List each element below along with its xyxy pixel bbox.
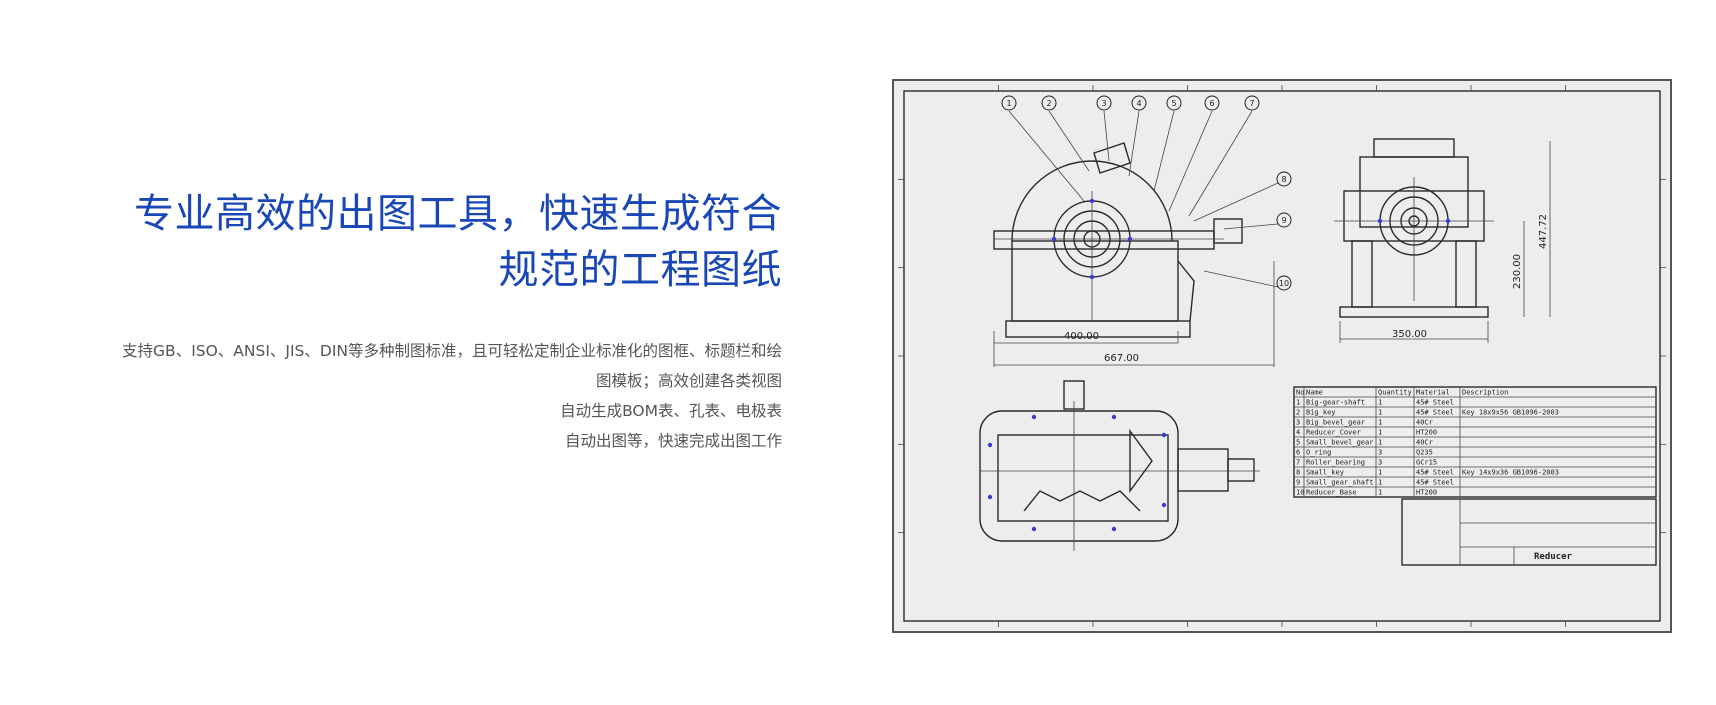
bom-cell: 45# Steel [1416,469,1454,477]
bom-cell: Roller_bearing [1306,459,1365,467]
description-line: 图模板；高效创建各类视图 [595,372,782,390]
feature-text-block: 专业高效的出图工具，快速生成符合 规范的工程图纸 支持GB、ISO、ANSI、J… [40,186,782,456]
bom-cell: Small_gear_shaft [1306,479,1373,487]
balloon-2 [1041,95,1057,111]
balloon-label: 8 [1281,175,1286,184]
headline-line-1: 专业高效的出图工具，快速生成符合 [134,191,782,237]
bom-cell: 3 [1378,459,1382,467]
balloon-label: 6 [1209,99,1214,108]
bom-cell: 1 [1378,429,1382,437]
balloon-label: 5 [1171,99,1176,108]
balloon-leaders [1008,110,1279,288]
bom-cell: Big_key [1306,409,1336,417]
bom-header-cell: Description [1462,389,1508,397]
bom-cell: 45# Steel [1416,409,1454,417]
bom-cell: 2 [1296,409,1300,417]
bom-cell: 1 [1296,399,1300,407]
balloon-label: 1 [1006,99,1011,108]
bom-cell: 7 [1296,459,1300,467]
bom-cell: 6 [1296,449,1300,457]
bom-cell: Q235 [1416,449,1433,457]
bom-cell: HT200 [1416,489,1437,497]
balloon-1 [1001,95,1017,111]
bom-cell: 1 [1378,399,1382,407]
balloon-label: 9 [1281,216,1286,225]
drawing-svg: 400.00 667.00 [898,85,1666,627]
bom-cell: 40Cr [1416,419,1433,427]
bom-cell: 9 [1296,479,1300,487]
bom-cell: 45# Steel [1416,479,1454,487]
balloon-label: 3 [1101,99,1106,108]
bom-cell: 1 [1378,439,1382,447]
bom-header-cell: Name [1306,389,1323,397]
bom-cell: 3 [1378,449,1382,457]
bom-cell: 5 [1296,439,1300,447]
title-block: Reducer [1401,498,1657,566]
headline-line-2: 规范的工程图纸 [498,247,782,293]
balloon-6 [1204,95,1220,111]
feature-description: 支持GB、ISO、ANSI、JIS、DIN等多种制图标准，且可轻松定制企业标准化… [40,336,782,456]
bom-cell: Big-gear-shaft [1306,399,1365,407]
bom-cell: 1 [1378,489,1382,497]
bom-cell: 8 [1296,469,1300,477]
front-view: 400.00 667.00 [993,142,1275,367]
bom-cell: Small_key [1306,469,1344,477]
bom-cell: O_ring [1306,449,1331,457]
side-view: 350.00 230.00 447.72 [1334,138,1551,343]
bom-cell: 1 [1378,479,1382,487]
bom-table: No.Name Quantity Material Description 1 Big-g… [1293,386,1657,498]
balloon-9 [1276,212,1292,228]
bom-cell: GCr15 [1416,459,1437,467]
dim-side-width: 350.00 [1392,329,1427,340]
bom-cell: 10 [1296,489,1304,497]
bom-header-cell: No. [1296,389,1309,397]
bom-cell: 1 [1378,419,1382,427]
description-line: 支持GB、ISO、ANSI、JIS、DIN等多种制图标准，且可轻松定制企业标准化… [122,342,782,360]
top-view [979,380,1260,551]
bom-cell: Key 18x9x56 GB1096-2003 [1462,409,1559,417]
bom-cell: Small_bevel_gear [1306,439,1373,447]
description-line: 自动出图等，快速完成出图工作 [564,432,782,450]
bom-cell: 1 [1378,409,1382,417]
balloon-label: 4 [1136,99,1141,108]
bom-header-cell: Quantity [1378,389,1412,397]
balloon-5 [1166,95,1182,111]
balloon-label: 10 [1279,279,1289,288]
balloon-10 [1276,275,1292,291]
dim-front-overall: 667.00 [1104,353,1139,364]
bom-cell: Big_bevel_gear [1306,419,1365,427]
bom-cell: 1 [1378,469,1382,477]
engineering-drawing-image: 400.00 667.00 [892,79,1672,633]
balloon-7 [1244,95,1260,111]
description-line: 自动生成BOM表、孔表、电极表 [560,402,782,420]
bom-cell: 45# Steel [1416,399,1454,407]
balloon-label: 7 [1249,99,1254,108]
zone-ticks [898,85,1666,627]
title-block-title: Reducer [1534,552,1573,562]
bom-grid [1294,387,1656,497]
bom-cell: 3 [1296,419,1300,427]
bom-cells: No.Name Quantity Material Description 1 Big-g… [1296,389,1559,497]
balloon-group: 1 2 3 4 5 6 7 8 9 10 [1001,95,1292,291]
dim-front-inner: 400.00 [1064,331,1099,342]
bom-cell: Key 14x9x36 GB1096-2003 [1462,469,1559,477]
bom-cell: HT200 [1416,429,1437,437]
bom-cell: Reducer_Base [1306,489,1357,497]
balloon-label: 2 [1046,99,1051,108]
dim-side-height-1: 230.00 [1512,254,1523,289]
bom-cell: Reducer_Cover [1306,429,1361,437]
balloon-4 [1131,95,1147,111]
feature-headline: 专业高效的出图工具，快速生成符合 规范的工程图纸 [40,186,782,298]
balloon-3 [1096,95,1112,111]
balloon-8 [1276,171,1292,187]
dim-side-height-2: 447.72 [1538,214,1549,249]
bom-cell: 4 [1296,429,1300,437]
bom-cell: 40Cr [1416,439,1433,447]
bom-header-cell: Material [1416,389,1450,397]
